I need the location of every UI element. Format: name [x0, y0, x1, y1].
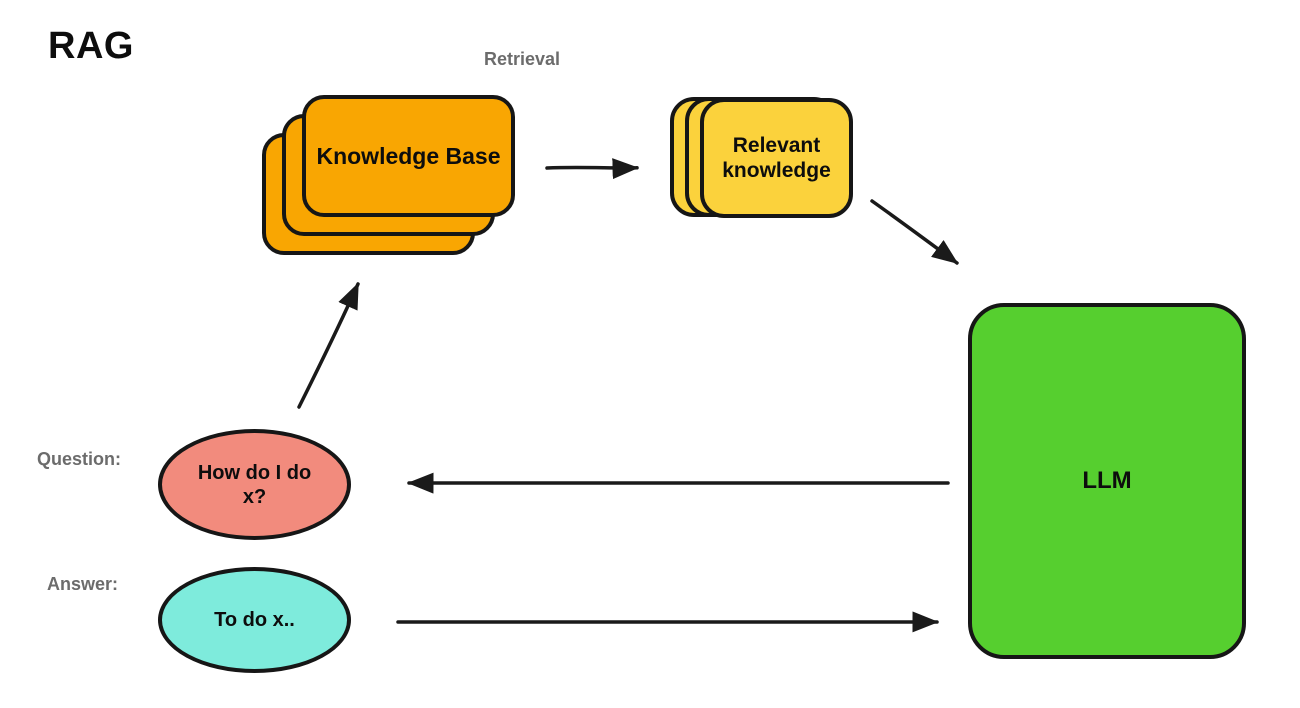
llm-label: LLM [1082, 467, 1132, 494]
knowledge-base-label: Knowledge Base [316, 142, 501, 169]
question-bubble-label: How do I do x? [197, 461, 312, 508]
arrow-llm-to-question [407, 472, 950, 494]
knowledge-base-node: Knowledge Base [302, 95, 515, 217]
arrow-relevant-knowledge-to-llm [870, 199, 959, 265]
question-label: Question: [37, 449, 121, 469]
answer-bubble-node: To do x.. [158, 567, 351, 673]
relevant-knowledge-label: Relevant knowledge [722, 133, 831, 182]
relevant-knowledge-node: Relevant knowledge [700, 98, 853, 218]
answer-label: Answer: [47, 574, 119, 594]
llm-node: LLM [968, 303, 1246, 659]
question-bubble-node: How do I do x? [158, 429, 351, 540]
arrow-kb-to-relevant-knowledge [545, 158, 639, 180]
arrow-question-to-knowledge-base [297, 282, 360, 409]
retrieval-label: Retrieval [484, 49, 561, 69]
page-title: RAG [48, 25, 134, 67]
answer-bubble-label: To do x.. [214, 609, 295, 631]
